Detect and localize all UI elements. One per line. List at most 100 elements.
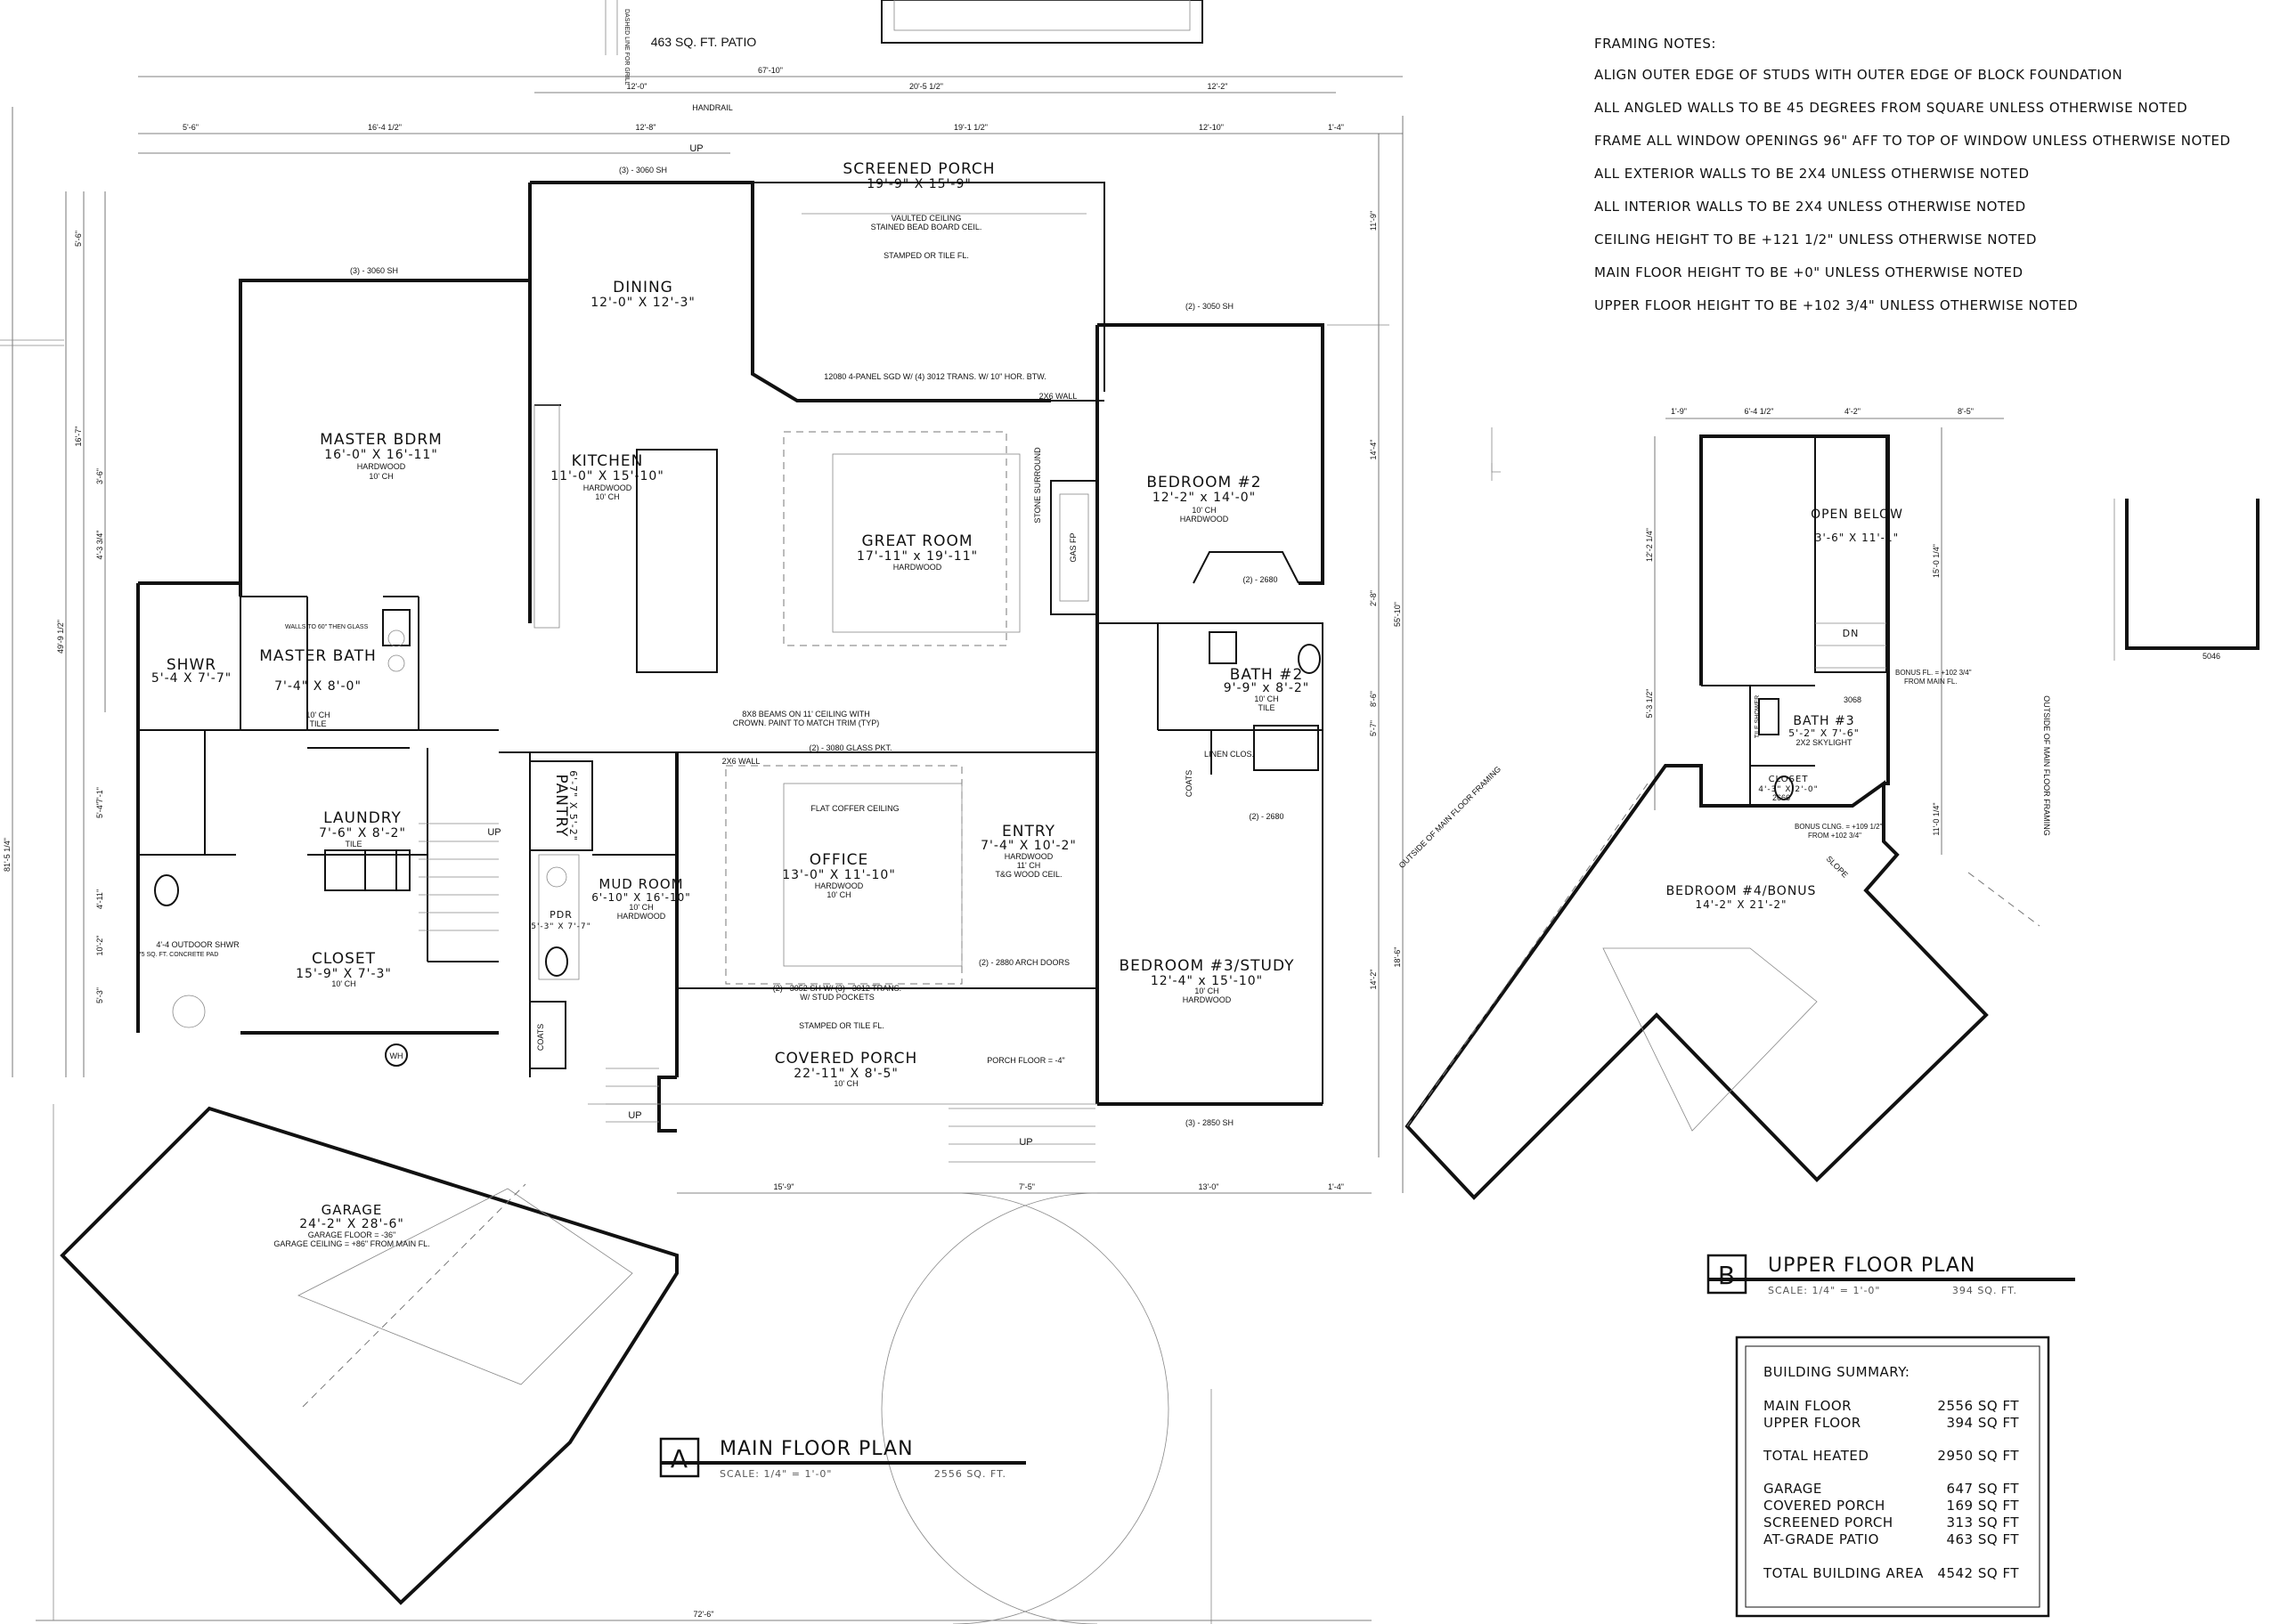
room-shwr: SHWR 5'-4 X 7'-7" (151, 656, 232, 686)
dim-label: 16'-4 1/2" (368, 123, 402, 132)
dim-label: 5'-6" (183, 123, 199, 132)
room-sub: TILE (1258, 703, 1274, 712)
water-heater-label: WH (390, 1052, 403, 1060)
summary-label: TOTAL HEATED (1763, 1448, 1869, 1464)
plan-title: UPPER FLOOR PLAN (1768, 1255, 1975, 1277)
coats-label: COATS (536, 1024, 545, 1051)
room-name: SHWR (167, 656, 216, 674)
plan-letter: A (671, 1444, 688, 1474)
window-label: (2) - 3050 SH (1185, 302, 1234, 311)
room-sub: HARDWOOD (357, 462, 406, 471)
fixtures (154, 609, 1321, 1067)
dim-label: 5'-3" (95, 987, 104, 1003)
main-plan-title-block: A MAIN FLOOR PLAN SCALE: 1/4" = 1'-0" 25… (659, 1437, 1026, 1480)
plan-letter-box (1706, 1254, 1747, 1295)
dash-line-label: DASHED LINE FOR GRILL (623, 9, 630, 85)
concrete-pad-note: 75 SQ. FT. CONCRETE PAD (138, 952, 219, 958)
room-closet: CLOSET 15'-9" X 7'-3" 10' CH (296, 950, 391, 988)
dim-label: 4'-11" (95, 889, 104, 909)
dim-label: 19'-1 1/2" (954, 123, 988, 132)
framing-notes: FRAMING NOTES: ALIGN OUTER EDGE OF STUDS… (1594, 36, 2230, 313)
room-sub: HARDWOOD (893, 563, 942, 572)
dim-label: 5'-3 1/2" (1645, 689, 1654, 719)
dim-label: 13'-0" (1199, 1182, 1219, 1191)
dim-label: 11'-9" (1369, 211, 1378, 231)
window-label: (3) - 2850 SH (1185, 1118, 1234, 1127)
dim-label: 12'-10" (1199, 123, 1224, 132)
room-sub: GARAGE CEILING = +86" FROM MAIN FL. (273, 1239, 429, 1248)
summary-value: 2556 SQ FT (1937, 1398, 2019, 1414)
summary-label: UPPER FLOOR (1763, 1415, 1861, 1431)
skylight-label: 2X2 SKYLIGHT (1796, 738, 1852, 747)
slope-label: SLOPE (1825, 854, 1850, 879)
wall-2x6-label: 2X6 WALL (722, 757, 761, 766)
dim-label: 14'-4" (1369, 440, 1378, 460)
framing-note: UPPER FLOOR HEIGHT TO BE +102 3/4" UNLES… (1594, 297, 2078, 313)
stair-down-label: DN (1843, 628, 1860, 639)
dim-label: 7'-5" (1019, 1182, 1035, 1191)
room-covered-porch: STAMPED OR TILE FL. COVERED PORCH 22'-11… (775, 1021, 918, 1088)
stair-up-label: UP (1019, 1137, 1032, 1148)
room-dim: 6'-7" X 5'-2" (567, 770, 579, 841)
room-name: COVERED PORCH (775, 1050, 918, 1068)
dim-label: 67'-10" (758, 66, 783, 75)
summary-inner-box (1745, 1345, 2040, 1608)
summary-label: SCREENED PORCH (1763, 1514, 1893, 1531)
room-pantry: PANTRY 6'-7" X 5'-2" (552, 770, 579, 841)
bath-3-dim: 5'-2" X 7'-6" (1788, 727, 1860, 739)
main-annotations: 8X8 BEAMS ON 11' CEILING WITH CROWN. PAI… (138, 103, 1284, 1148)
room-mud-room: MUD ROOM 6'-10" X 16'-10" 10' CH HARDWOO… (591, 876, 690, 921)
bonus-ceiling-note: FROM +102 3/4" (1808, 832, 1861, 840)
office-window-note: (2) - 3052 SH W/ (3) - 3012 TRANS. (773, 984, 901, 993)
dim-label: 2'-8" (1369, 590, 1378, 606)
gas-fp-label: GAS FP (1069, 532, 1078, 562)
room-sub: HARDWOOD (815, 881, 864, 890)
dim-label: 6'-4 1/2" (1745, 407, 1774, 416)
room-bedroom-3: BEDROOM #3/STUDY 12'-4" x 15'-10" 10' CH… (1119, 957, 1293, 1004)
room-name: ENTRY (1002, 823, 1055, 840)
room-dim: 5'-4 X 7'-7" (151, 671, 232, 686)
bonus-floor-note: FROM MAIN FL. (1904, 678, 1958, 686)
plan-letter-box (659, 1437, 700, 1478)
plan-area: 394 SQ. FT. (1952, 1285, 2017, 1296)
dim-label: 7'-1" (95, 787, 104, 803)
summary-value: 4542 SQ FT (1937, 1565, 2019, 1581)
summary-label: AT-GRADE PATIO (1763, 1531, 1879, 1547)
summary-title: BUILDING SUMMARY: (1763, 1364, 1910, 1380)
room-sub: 11' CH (1017, 861, 1041, 870)
dim-label: 20'-5 1/2" (909, 82, 943, 91)
dim-label: 5046 (2203, 652, 2220, 661)
dim-label: 3'-6" (95, 468, 104, 484)
main-floor-walls (0, 181, 1389, 1624)
stair-up-label: UP (487, 827, 501, 838)
room-name: PANTRY (552, 774, 570, 837)
room-master-bath: MASTER BATH 7'-4" X 8'-0" 10' CH TILE (259, 647, 376, 728)
room-master-bdrm: MASTER BDRM 16'-0" X 16'-11" HARDWOOD 10… (320, 431, 442, 481)
room-dim: 12'-2" x 14'-0" (1152, 491, 1256, 505)
room-name: DINING (613, 279, 673, 296)
dim-label: 5'-6" (74, 231, 83, 247)
dim-label: 12'-0" (627, 82, 647, 91)
room-name: BEDROOM #2 (1146, 474, 1261, 491)
framing-note: ALIGN OUTER EDGE OF STUDS WITH OUTER EDG… (1594, 67, 2122, 83)
main-dimensions-bottom: 72'-6" 15'-9" 7'-5" 13'-0" (36, 1182, 1372, 1621)
room-sub: HARDWOOD (1005, 852, 1054, 861)
stair-up-label: UP (628, 1110, 641, 1121)
beams-note: CROWN. PAINT TO MATCH TRIM (TYP) (733, 719, 880, 727)
room-note: STAMPED OR TILE FL. (884, 251, 969, 260)
room-sub: 10' CH (331, 979, 355, 988)
stair-up-label: UP (689, 143, 703, 154)
summary-value: 313 SQ FT (1946, 1514, 2019, 1531)
dim-label: 8'-5" (1958, 407, 1974, 416)
dim-label: 81'-5 1/4" (3, 838, 12, 872)
room-dim: 17'-11" x 19'-11" (857, 549, 978, 564)
bonus-ceiling-note: BONUS CLNG. = +109 1/2" (1795, 823, 1883, 831)
door-label: 2666 (1772, 793, 1790, 802)
framing-outline-note: OUTSIDE OF MAIN FLOOR FRAMING (1397, 765, 1502, 870)
room-dining: DINING 12'-0" X 12'-3" (590, 279, 695, 310)
closet-label: CLOSET (1769, 775, 1809, 784)
dim-label: 1'-4" (1328, 1182, 1344, 1191)
dim-label: 15'-0 1/4" (1932, 544, 1941, 578)
room-laundry: LAUNDRY 7'-6" X 8'-2" TILE (319, 809, 405, 849)
